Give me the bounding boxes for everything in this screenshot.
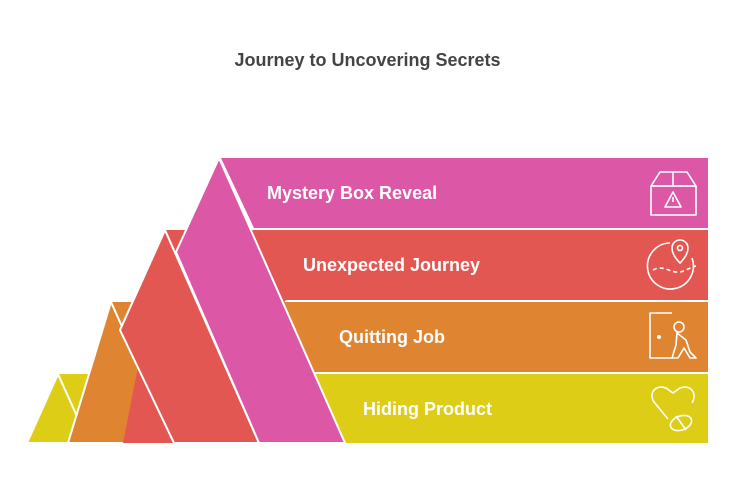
heart-pill-icon bbox=[651, 386, 695, 432]
level-mystery-box-reveal bbox=[174, 155, 708, 444]
label-hiding-product: Hiding Product bbox=[363, 399, 492, 419]
peak-mystery-box-reveal bbox=[174, 155, 347, 444]
box-warning-icon bbox=[650, 171, 697, 216]
globe-location-icon bbox=[646, 239, 697, 290]
label-mystery-box-reveal: Mystery Box Reveal bbox=[267, 183, 437, 203]
band-mystery-box-reveal bbox=[221, 158, 708, 228]
label-quitting-job: Quitting Job bbox=[339, 327, 445, 347]
label-unexpected-journey: Unexpected Journey bbox=[303, 255, 480, 275]
diagram-title: Journey to Uncovering Secrets bbox=[234, 50, 501, 70]
person-leaving-door-icon bbox=[649, 312, 697, 359]
